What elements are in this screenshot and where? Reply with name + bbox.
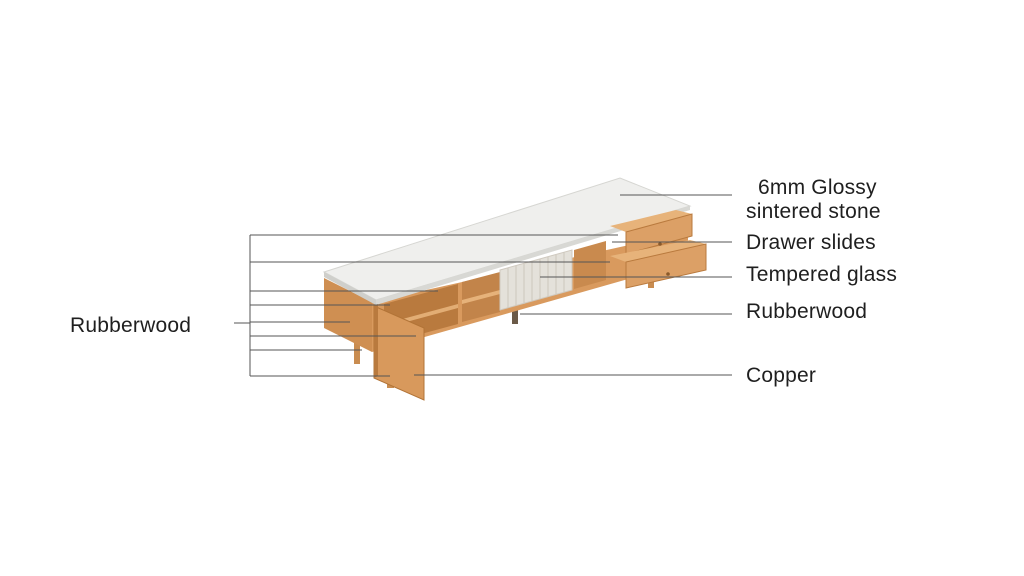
upper-drawer-front bbox=[625, 213, 693, 255]
label-sintered-stone: 6mm Glossy sintered stone bbox=[746, 176, 881, 224]
cabinet-leg bbox=[354, 340, 360, 364]
label-copper: Copper bbox=[746, 364, 817, 387]
stone-top-side bbox=[324, 272, 376, 305]
drawer-knob bbox=[658, 242, 662, 246]
tv-cabinet-illustration bbox=[322, 177, 707, 401]
tempered-glass-door bbox=[499, 249, 573, 311]
middle-shelf-board bbox=[462, 290, 500, 304]
label-sintered-stone-line2: sintered stone bbox=[746, 200, 881, 223]
label-sintered-stone-line1: 6mm Glossy bbox=[758, 176, 877, 199]
lower-drawer-box bbox=[610, 240, 706, 262]
label-drawer-slides: Drawer slides bbox=[746, 231, 876, 254]
drawer-knob bbox=[666, 272, 670, 276]
cabinet-left-side bbox=[324, 278, 372, 352]
upper-drawer-box bbox=[610, 210, 692, 232]
stone-top-edge bbox=[376, 206, 690, 305]
cabinet-leg bbox=[512, 308, 518, 324]
label-rubberwood-left: Rubberwood bbox=[70, 314, 192, 337]
open-left-door-edge bbox=[374, 304, 378, 378]
label-rubberwood-right: Rubberwood bbox=[746, 300, 868, 323]
label-tempered-glass: Tempered glass bbox=[746, 263, 898, 286]
leader-lines bbox=[234, 194, 732, 377]
